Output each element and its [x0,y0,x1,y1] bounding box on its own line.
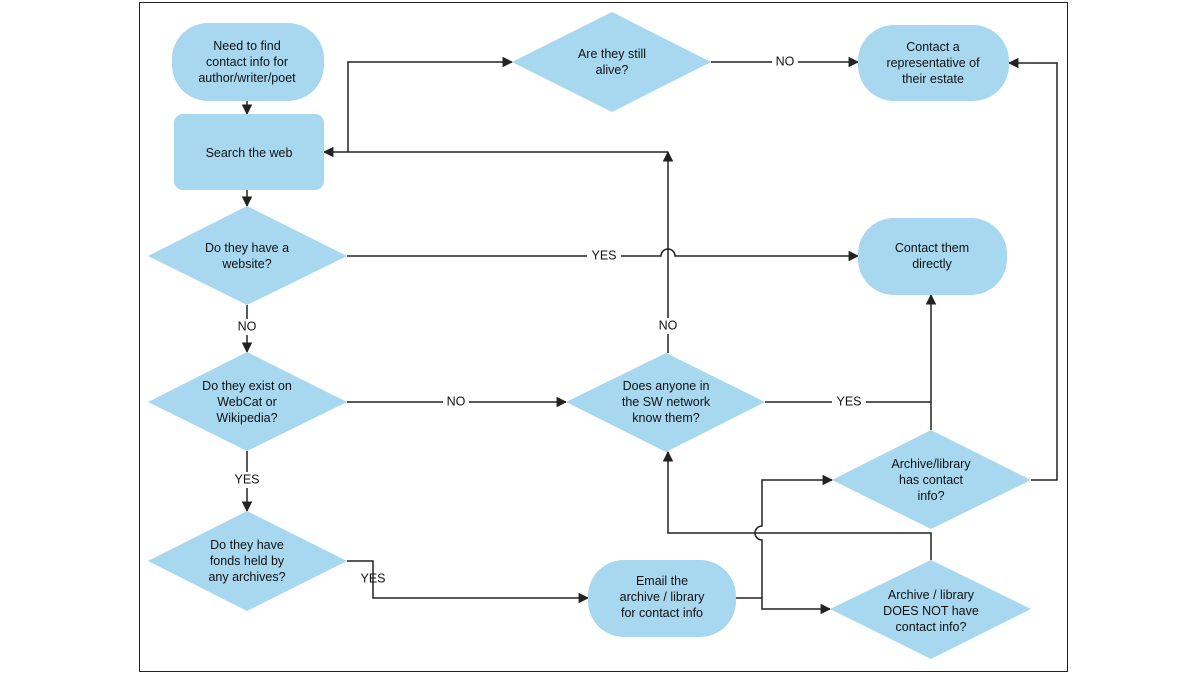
node-fonds-held-line-3: any archives? [208,570,285,584]
label-webcat-yes: YES [234,472,259,486]
edges [241,56,1058,615]
node-archive-has-line-3: info? [917,489,944,503]
node-archive-has: Archive/library has contact info? [832,430,1031,529]
edge-archive-not-to-network [662,450,932,560]
node-search-web: Search the web [174,114,324,190]
node-start-line-1: Need to find [213,39,280,53]
node-email-archive: Email the archive / library for contact … [588,560,736,637]
node-have-website: Do they have a website? [148,206,347,305]
node-start: Need to find contact info for author/wri… [172,23,324,101]
node-start-line-3: author/writer/poet [198,71,296,85]
node-sw-network-line-2: the SW network [622,395,711,409]
node-email-archive-line-2: archive / library [620,590,705,604]
node-email-archive-line-3: for contact info [621,606,703,620]
node-have-website-line-2: website? [221,257,271,271]
node-exist-webcat-line-2: WebCat or [217,395,277,409]
node-still-alive: Are they still alive? [512,12,711,112]
edge-fonds-to-email [347,560,590,604]
node-search-web-line-1: Search the web [206,146,293,160]
node-exist-webcat-line-3: Wikipedia? [216,411,277,425]
label-network-yes: YES [836,394,861,408]
node-contact-estate-line-2: representative of [886,56,980,70]
node-contact-directly-line-2: directly [912,257,952,271]
edge-labels: NO YES NO NO YES NO YES YES [230,54,866,585]
node-fonds-held-line-1: Do they have [210,538,284,552]
node-still-alive-line-1: Are they still [578,47,646,61]
label-fonds-yes: YES [360,571,385,585]
edge-search-to-alive [347,56,514,152]
node-contact-directly: Contact them directly [858,218,1007,295]
nodes: Need to find contact info for author/wri… [148,12,1031,659]
node-have-website-line-1: Do they have a [205,241,289,255]
label-alive-no: NO [776,54,795,68]
node-archive-not-line-1: Archive / library [888,588,975,602]
node-archive-not: Archive / library DOES NOT have contact … [830,560,1031,659]
label-website-no: NO [238,319,257,333]
node-archive-has-line-2: has contact [899,473,963,487]
node-archive-not-line-3: contact info? [896,620,967,634]
label-webcat-no: NO [447,394,466,408]
label-website-yes: YES [591,248,616,262]
node-fonds-held-line-2: fonds held by [210,554,285,568]
node-email-archive-line-1: Email the [636,574,688,588]
node-contact-directly-line-1: Contact them [895,241,969,255]
node-exist-webcat-line-1: Do they exist on [202,379,292,393]
edge-archive-has-to-estate [1007,57,1058,481]
edge-network-to-direct [765,293,937,403]
node-exist-webcat: Do they exist on WebCat or Wikipedia? [148,352,347,451]
node-sw-network-line-1: Does anyone in [623,379,710,393]
node-still-alive-line-2: alive? [596,63,629,77]
edge-email-to-archive-has [754,474,834,598]
node-sw-network-line-3: know them? [632,411,699,425]
node-sw-network: Does anyone in the SW network know them? [566,353,765,452]
node-contact-estate-line-1: Contact a [906,40,960,54]
label-network-no: NO [659,318,678,332]
node-start-line-2: contact info for [206,55,288,69]
node-archive-has-line-1: Archive/library [891,457,971,471]
node-contact-estate: Contact a representative of their estate [858,25,1009,101]
edge-email-to-archive-not [761,598,832,615]
node-fonds-held: Do they have fonds held by any archives? [148,511,347,611]
node-archive-not-line-2: DOES NOT have [883,604,979,618]
node-contact-estate-line-3: their estate [902,72,964,86]
